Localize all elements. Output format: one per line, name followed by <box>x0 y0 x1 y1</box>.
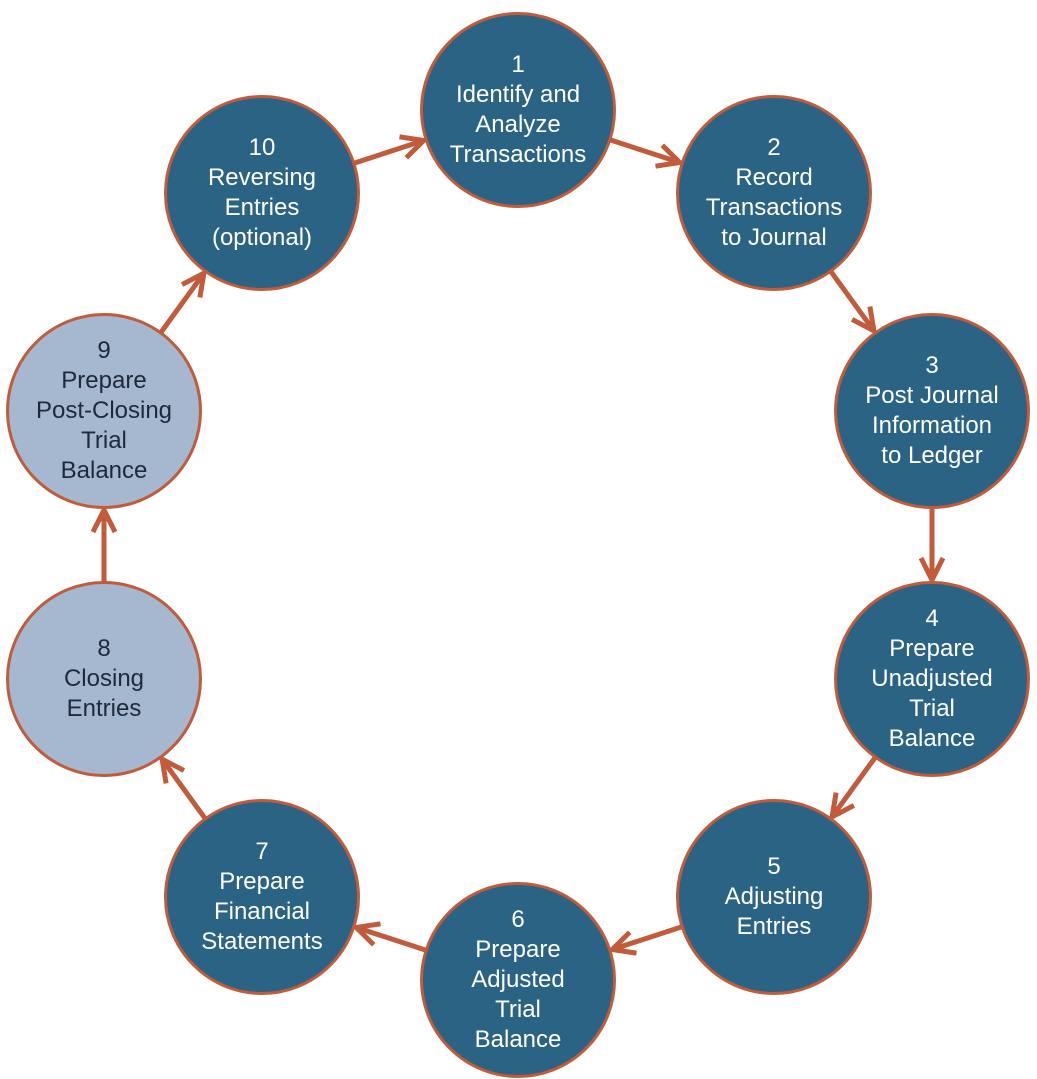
arrow-step2-to-step3 <box>827 268 878 336</box>
step-label-line: Reversing <box>207 164 317 191</box>
arrow-step1-to-step2 <box>607 136 686 169</box>
step-circle-3: 3 Post Journal Information to Ledger <box>834 313 1030 509</box>
arrow-step4-to-step5 <box>828 754 879 822</box>
step-label-line: Prepare <box>219 868 305 895</box>
step-label-line: Adjusting <box>724 883 824 910</box>
step-number: 6 <box>511 906 525 933</box>
step-label-line: to Journal <box>721 224 827 251</box>
step-number: 2 <box>767 134 781 161</box>
step-label-line: Transactions <box>705 194 843 221</box>
step-label-line: Entries <box>66 695 142 722</box>
step-number: 5 <box>767 853 781 880</box>
step-label-line: Post-Closing <box>35 397 173 424</box>
step-circle-2: 2 Record Transactions to Journal <box>676 95 872 291</box>
arrow-step5-to-step6 <box>606 923 685 956</box>
step-circle-4: 4 Prepare Unadjusted Trial Balance <box>834 581 1030 777</box>
step-label-line: Entries <box>736 913 812 940</box>
step-circle-10: 10 Reversing Entries (optional) <box>164 95 360 291</box>
step-label-line: Record <box>735 164 813 191</box>
step-number: 3 <box>925 352 939 379</box>
step-label-line: Trial <box>81 427 127 454</box>
step-circle-7: 7 Prepare Financial Statements <box>164 799 360 995</box>
step-label-line: (optional) <box>211 224 313 251</box>
step-label-line: Unadjusted <box>871 665 993 692</box>
step-label-line: Closing <box>63 665 145 692</box>
step-label-line: Information <box>871 412 993 439</box>
step-label-line: Post Journal <box>865 382 999 409</box>
step-label-line: Statements <box>201 928 323 955</box>
step-label-line: Balance <box>888 725 976 752</box>
step-label-line: Identify and <box>455 81 581 108</box>
step-label-line: to Ledger <box>881 442 983 469</box>
step-label-line: Prepare <box>889 635 975 662</box>
step-circle-5: 5 Adjusting Entries <box>676 799 872 995</box>
step-number: 4 <box>925 605 939 632</box>
step-number: 1 <box>511 51 525 78</box>
step-label-line: Balance <box>474 1026 562 1053</box>
step-circle-1: 1 Identify and Analyze Transactions <box>420 12 616 208</box>
step-circle-6: 6 Prepare Adjusted Trial Balance <box>420 882 616 1078</box>
step-label-line: Prepare <box>475 936 561 963</box>
arrow-step7-to-step8 <box>158 754 209 822</box>
step-number: 8 <box>97 635 111 662</box>
step-label-line: Prepare <box>61 367 147 394</box>
step-circle-8: 8 Closing Entries <box>6 581 202 777</box>
step-label-line: Trial <box>909 695 955 722</box>
arrow-step9-to-step10 <box>157 268 208 336</box>
step-number: 7 <box>255 838 269 865</box>
step-label-line: Financial <box>213 898 311 925</box>
step-label-line: Adjusted <box>471 966 565 993</box>
arrow-step10-to-step1 <box>351 134 430 167</box>
arrow-step6-to-step7 <box>350 921 429 954</box>
step-label-line: Trial <box>495 996 541 1023</box>
step-circle-9: 9 Prepare Post-Closing Trial Balance <box>6 313 202 509</box>
step-number: 9 <box>97 337 111 364</box>
step-label-line: Analyze <box>475 111 561 138</box>
step-label-line: Entries <box>224 194 300 221</box>
step-label-line: Balance <box>60 457 148 484</box>
step-label-line: Transactions <box>449 141 587 168</box>
step-number: 10 <box>248 134 276 161</box>
